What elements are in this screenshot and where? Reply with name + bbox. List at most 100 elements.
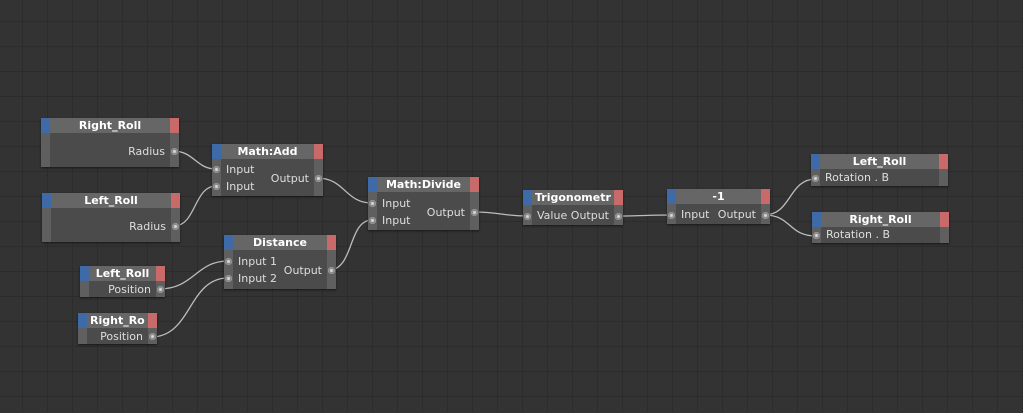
node-left-roll-rotation[interactable]: Left_Roll Rotation . B bbox=[811, 154, 948, 186]
header-accent-left bbox=[41, 118, 50, 133]
input-port-dot[interactable] bbox=[813, 232, 820, 239]
node-left-roll-position[interactable]: Left_Roll Position bbox=[80, 266, 165, 297]
node-header[interactable]: Right_Roll bbox=[41, 118, 179, 133]
output-port-dot[interactable] bbox=[157, 286, 164, 293]
wire-right-roll-position-to-distance-input-2 bbox=[150, 277, 229, 338]
input-port-label: Input bbox=[681, 208, 710, 221]
input-port-dot[interactable] bbox=[812, 175, 819, 182]
input-port-label: Input bbox=[226, 180, 255, 193]
node-right-roll-radius[interactable]: Right_Roll Radius bbox=[41, 118, 179, 167]
output-port-dot[interactable] bbox=[471, 209, 478, 216]
node-title: Right_Roll bbox=[90, 314, 145, 327]
node-math-add[interactable]: Math:Add Input Input Output bbox=[212, 144, 323, 196]
node-title: Right_Roll bbox=[849, 213, 912, 226]
header-accent-right bbox=[156, 266, 165, 281]
output-port-dot[interactable] bbox=[762, 212, 769, 219]
node-math-divide[interactable]: Math:Divide Input Input Output bbox=[368, 177, 479, 230]
node-header[interactable]: Math:Add bbox=[212, 144, 323, 159]
wire-left-roll-radius-to-add-input-2 bbox=[173, 185, 217, 227]
header-accent-left bbox=[523, 190, 532, 205]
header-accent-right bbox=[170, 118, 179, 133]
node-title: Left_Roll bbox=[84, 194, 138, 207]
header-accent-left bbox=[811, 154, 820, 169]
header-accent-right bbox=[939, 154, 948, 169]
output-port-label: Position bbox=[100, 330, 143, 343]
header-accent-right bbox=[148, 313, 157, 328]
node-header[interactable]: Trigonometric bbox=[523, 190, 623, 205]
output-port-dot[interactable] bbox=[149, 333, 156, 340]
header-accent-left bbox=[667, 189, 676, 204]
output-port-dot[interactable] bbox=[172, 223, 179, 230]
input-port-dot[interactable] bbox=[213, 166, 220, 173]
input-port-dot[interactable] bbox=[369, 200, 376, 207]
wire-trig-output-to-negate-input bbox=[616, 214, 673, 217]
header-accent-left bbox=[812, 212, 821, 227]
wire-divide-output-to-trig-value bbox=[473, 211, 529, 217]
node-negate[interactable]: -1 Input Output bbox=[667, 189, 770, 224]
input-port-dot[interactable] bbox=[225, 258, 232, 265]
header-accent-right bbox=[327, 235, 336, 250]
input-port-label: Input bbox=[382, 214, 411, 227]
header-accent-left bbox=[368, 177, 377, 192]
node-header[interactable]: Left_Roll bbox=[811, 154, 948, 169]
node-left-roll-radius[interactable]: Left_Roll Radius bbox=[42, 193, 180, 242]
node-right-strip bbox=[939, 169, 948, 186]
node-header[interactable]: -1 bbox=[667, 189, 770, 204]
wire-right-roll-radius-to-add-input-1 bbox=[172, 150, 217, 170]
node-title: Distance bbox=[253, 236, 307, 249]
node-header[interactable]: Right_Roll bbox=[78, 313, 157, 328]
node-header[interactable]: Distance bbox=[224, 235, 336, 250]
node-title: Left_Roll bbox=[852, 155, 907, 168]
header-accent-right bbox=[171, 193, 180, 208]
node-left-strip bbox=[42, 208, 51, 242]
node-title: Trigonometric bbox=[535, 191, 611, 204]
output-port-label: Radius bbox=[129, 220, 166, 233]
node-distance[interactable]: Distance Input 1 Input 2 Output bbox=[224, 235, 336, 289]
output-port-dot[interactable] bbox=[615, 213, 622, 220]
input-port-label: Input bbox=[226, 163, 255, 176]
wire-add-output-to-divide-input-1 bbox=[316, 177, 373, 204]
header-accent-right bbox=[314, 144, 323, 159]
node-right-roll-rotation[interactable]: Right_Roll Rotation . B bbox=[812, 212, 949, 243]
wire-negate-output-to-left-rotation bbox=[763, 178, 817, 216]
wire-left-roll-position-to-distance-input-1 bbox=[158, 260, 229, 290]
input-port-label: Rotation . B bbox=[826, 228, 891, 241]
node-left-strip bbox=[368, 192, 377, 230]
output-port-label: Output bbox=[426, 206, 465, 219]
node-title: Right_Roll bbox=[78, 119, 142, 132]
output-port-label: Output bbox=[270, 172, 309, 185]
header-accent-right bbox=[470, 177, 479, 192]
node-header[interactable]: Left_Roll bbox=[42, 193, 180, 208]
output-port-label: Output bbox=[570, 209, 609, 222]
output-port-label: Output bbox=[717, 208, 756, 221]
header-accent-right bbox=[940, 212, 949, 227]
node-right-roll-position[interactable]: Right_Roll Position bbox=[78, 313, 157, 344]
output-port-dot[interactable] bbox=[328, 267, 335, 274]
input-port-dot[interactable] bbox=[668, 212, 675, 219]
input-port-label: Input 2 bbox=[238, 272, 277, 285]
input-port-dot[interactable] bbox=[524, 213, 531, 220]
output-port-dot[interactable] bbox=[315, 175, 322, 182]
input-port-dot[interactable] bbox=[213, 183, 220, 190]
node-title: -1 bbox=[712, 190, 725, 203]
output-port-dot[interactable] bbox=[171, 148, 178, 155]
node-trigonometric[interactable]: Trigonometric Value Output bbox=[523, 190, 623, 225]
node-header[interactable]: Left_Roll bbox=[80, 266, 165, 281]
input-port-label: Input bbox=[382, 197, 411, 210]
header-accent-left bbox=[78, 313, 87, 328]
node-right-strip bbox=[940, 227, 949, 243]
header-accent-left bbox=[212, 144, 221, 159]
header-accent-left bbox=[80, 266, 89, 281]
header-accent-right bbox=[614, 190, 623, 205]
node-left-strip bbox=[41, 133, 50, 167]
input-port-dot[interactable] bbox=[225, 275, 232, 282]
input-port-dot[interactable] bbox=[369, 217, 376, 224]
node-header[interactable]: Right_Roll bbox=[812, 212, 949, 227]
node-left-strip bbox=[224, 250, 233, 289]
node-title: Math:Add bbox=[237, 145, 298, 158]
node-header[interactable]: Math:Divide bbox=[368, 177, 479, 192]
input-port-label: Value bbox=[537, 209, 568, 222]
node-left-strip bbox=[80, 281, 89, 297]
wire-negate-output-to-right-rotation bbox=[763, 214, 817, 237]
header-accent-left bbox=[42, 193, 51, 208]
